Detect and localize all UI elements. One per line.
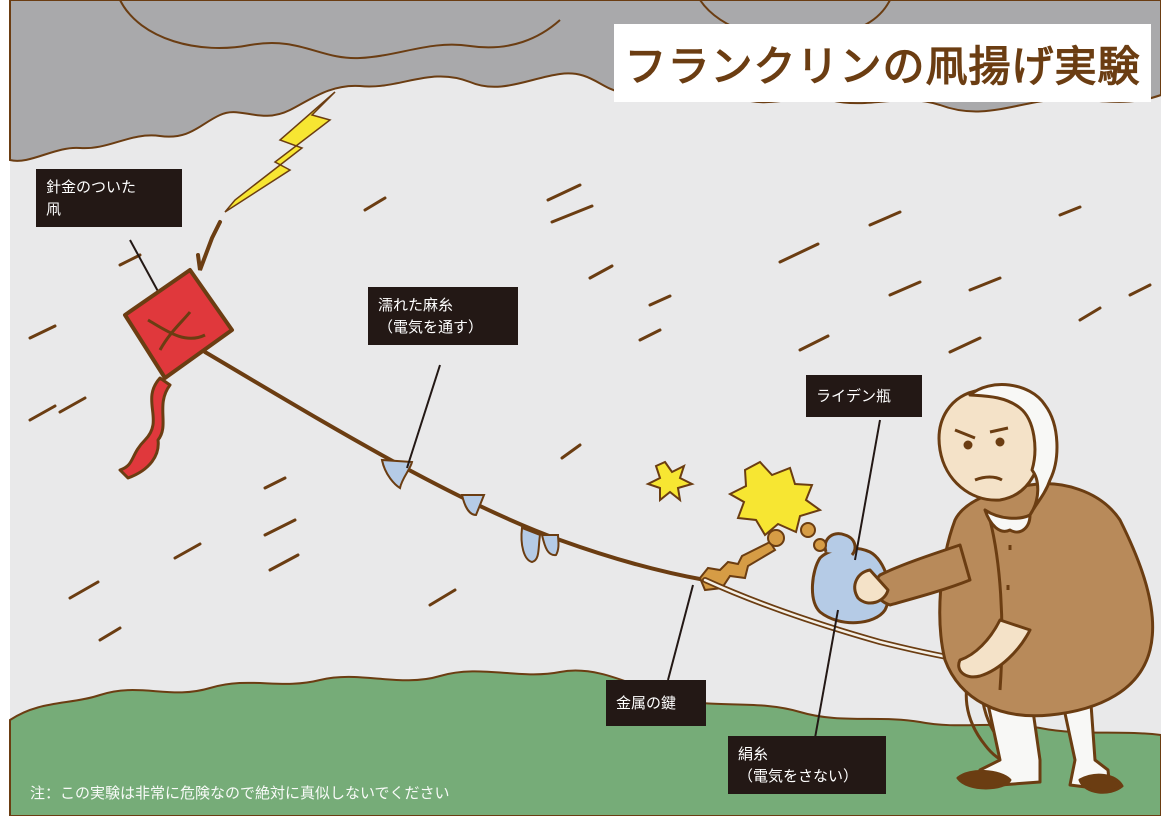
rain-streak bbox=[118, 253, 142, 267]
label-silk-thread-line2: （電気をさない） bbox=[738, 767, 859, 785]
rain-streak bbox=[1058, 205, 1082, 217]
leader-line-kite bbox=[129, 239, 161, 296]
rain-streak bbox=[546, 183, 582, 202]
label-leyden-jar: ライデン瓶 bbox=[806, 375, 922, 417]
franklin-figure bbox=[853, 383, 1155, 794]
label-kite-line2: 凧 bbox=[46, 200, 62, 218]
rain-streak bbox=[778, 242, 820, 264]
rain-streak bbox=[588, 264, 614, 280]
rain-streak bbox=[268, 553, 300, 572]
rain-streak bbox=[1128, 283, 1152, 297]
rain-streak bbox=[28, 324, 57, 340]
water-drop bbox=[460, 494, 486, 517]
label-wet-string-line1: 濡れた麻糸 bbox=[378, 296, 454, 314]
kite bbox=[118, 268, 234, 480]
hemp-string bbox=[203, 350, 707, 582]
label-metal-key: 金属の鍵 bbox=[606, 680, 706, 726]
label-kite: 針金のついた 凧 bbox=[36, 169, 182, 227]
label-wet-string-line2: （電気を通す） bbox=[378, 318, 484, 336]
rain-streak bbox=[648, 294, 672, 307]
spark-icon bbox=[645, 460, 695, 503]
water-drops bbox=[380, 458, 560, 564]
kite-wire bbox=[196, 220, 222, 271]
leader-line-key bbox=[667, 584, 694, 681]
rain-streak bbox=[98, 626, 122, 642]
rain-streak bbox=[263, 518, 297, 537]
rain-streak bbox=[28, 404, 57, 422]
water-drop bbox=[380, 458, 414, 490]
rain-streak bbox=[948, 336, 982, 354]
rain-streak bbox=[1078, 306, 1102, 322]
rain-streak bbox=[968, 276, 1002, 292]
lightning-bolt bbox=[224, 91, 336, 213]
water-drop bbox=[540, 534, 560, 557]
label-wet-string: 濡れた麻糸 （電気を通す） bbox=[368, 287, 518, 345]
leader-line-string bbox=[406, 364, 441, 469]
page-title: フランクリンの凧揚げ実験 bbox=[624, 41, 1141, 91]
rain-streak bbox=[798, 334, 830, 352]
rain-streak bbox=[263, 476, 287, 490]
leader-line-silk bbox=[814, 609, 839, 739]
rain-streak bbox=[550, 204, 594, 224]
label-kite-line1: 針金のついた bbox=[46, 178, 137, 196]
rain-streak bbox=[363, 196, 387, 212]
metal-key bbox=[698, 529, 785, 592]
label-silk-thread: 絹糸 （電気をさない） bbox=[728, 736, 886, 794]
leader-line-jar bbox=[854, 419, 881, 561]
warning-note: 注：この実験は非常に危険なので絶対に真似しないでください bbox=[30, 784, 450, 802]
rain-streak bbox=[58, 396, 87, 414]
label-leyden-jar-line1: ライデン瓶 bbox=[816, 387, 892, 405]
label-silk-thread-line1: 絹糸 bbox=[738, 745, 769, 763]
spark-icon bbox=[727, 460, 823, 537]
rain-streak bbox=[638, 328, 662, 342]
rain-streak bbox=[173, 542, 202, 560]
rain-streak bbox=[868, 210, 902, 227]
label-metal-key-line1: 金属の鍵 bbox=[616, 694, 677, 712]
rain-streak bbox=[428, 588, 457, 607]
rain-streaks bbox=[28, 183, 1152, 642]
rain-streak bbox=[888, 280, 922, 297]
rain-streak bbox=[68, 580, 100, 600]
water-drop bbox=[520, 526, 542, 564]
rain-streak bbox=[560, 443, 582, 460]
title-banner: フランクリンの凧揚げ実験 bbox=[614, 24, 1151, 102]
